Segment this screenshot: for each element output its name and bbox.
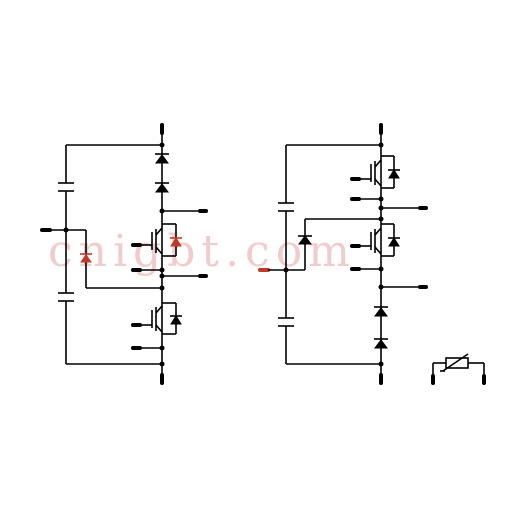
- capacitor-right-top: [278, 202, 294, 212]
- clamp-diode-right: [298, 235, 312, 245]
- igbt-right-1: [350, 155, 400, 189]
- right-circuit: [258, 123, 428, 385]
- diode-right-1: [374, 306, 388, 317]
- capacitor-right-bottom: [278, 317, 294, 327]
- left-circuit: [40, 123, 208, 385]
- diode-right-2: [374, 338, 388, 349]
- diode-left-2: [155, 182, 169, 193]
- capacitor-top: [58, 182, 74, 192]
- diode-left-1: [155, 153, 169, 164]
- igbt-right-2: [350, 223, 400, 257]
- ntc-thermistor: [431, 353, 486, 385]
- clamp-diode-left: [80, 253, 92, 263]
- igbt-left-2: [131, 302, 182, 335]
- igbt-left-1: [131, 223, 182, 257]
- watermark: cnigbt.com: [48, 226, 356, 277]
- capacitor-bottom: [58, 292, 74, 302]
